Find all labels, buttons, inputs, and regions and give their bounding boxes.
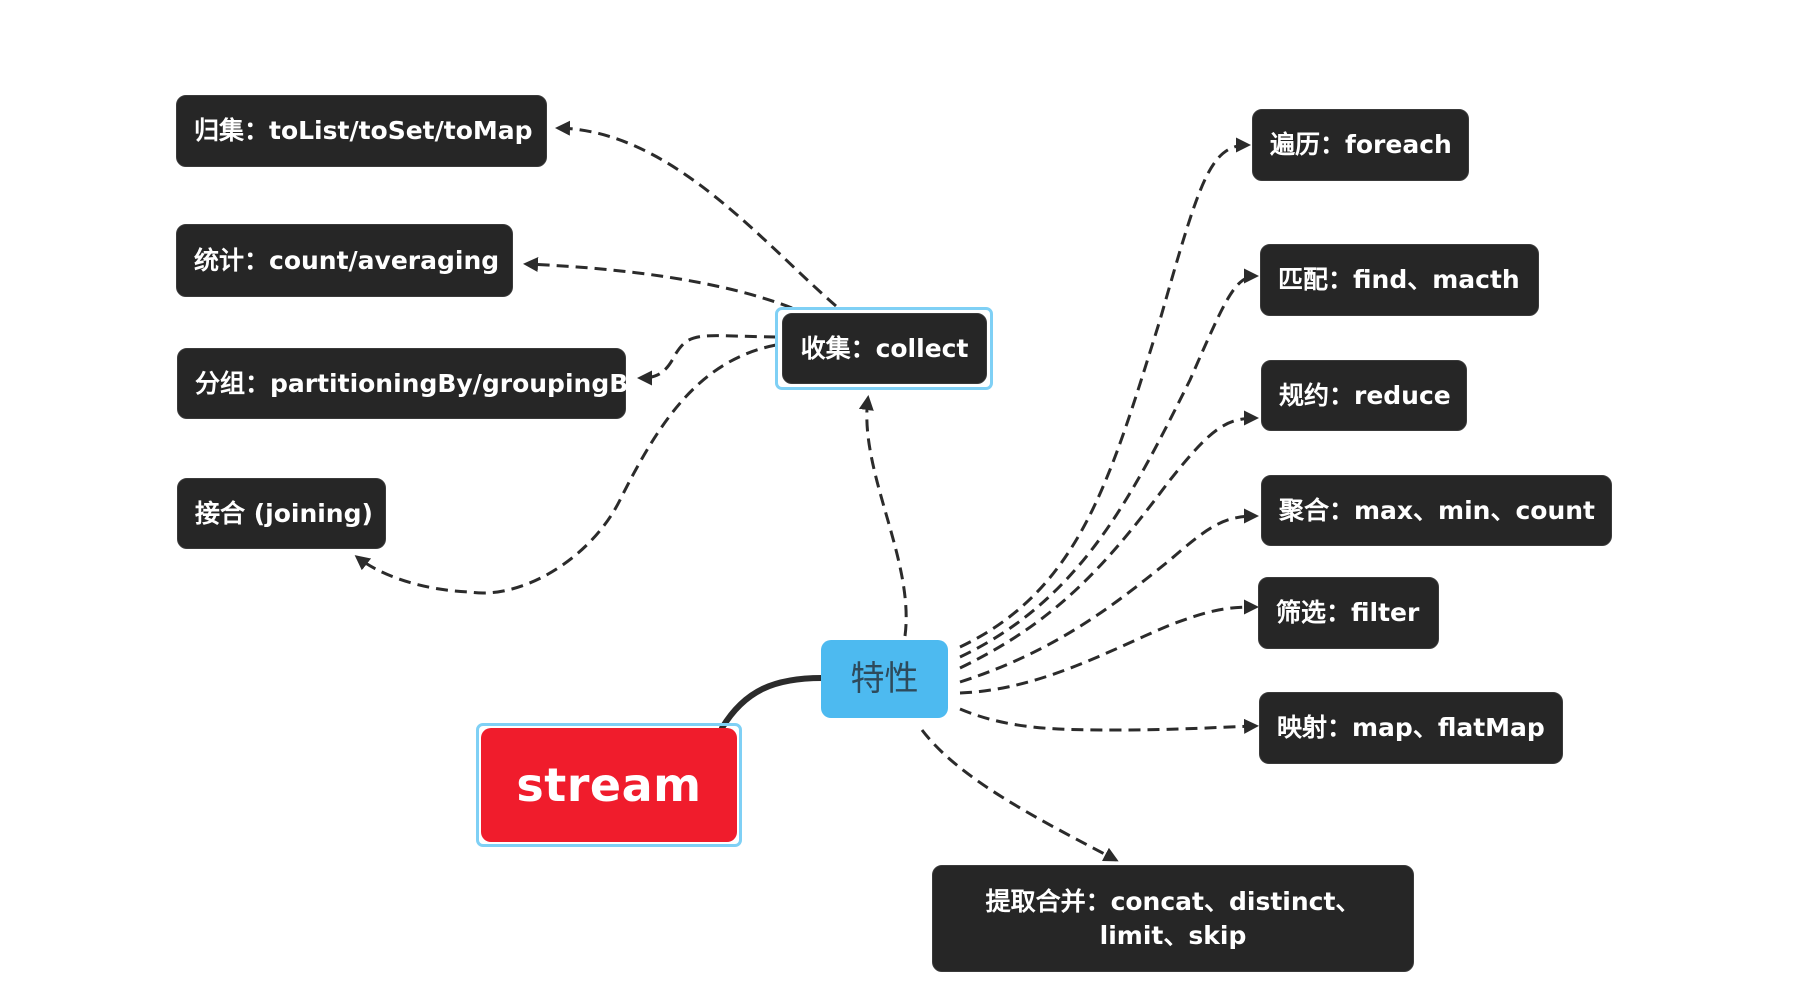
root-node-stream[interactable]: stream <box>481 728 737 842</box>
node-juhe[interactable]: 聚合：max、min、count <box>1261 475 1612 546</box>
connector-topic-to-yingshe <box>959 707 1259 734</box>
connector-collect-to-tongji <box>523 257 793 310</box>
connector-topic-to-juhe <box>959 508 1259 684</box>
node-tongji[interactable]: 统计：count/averaging <box>176 224 513 297</box>
node-guiji[interactable]: 归集：toList/toSet/toMap <box>176 95 547 167</box>
node-tiqu-label: 提取合并：concat、distinct、limit、skip <box>985 886 1361 950</box>
node-tiqu[interactable]: 提取合并：concat、distinct、limit、skip <box>932 865 1414 972</box>
root-node-label: stream <box>516 758 702 812</box>
root-selection-outline <box>476 723 742 847</box>
node-guiyue-label: 规约：reduce <box>1279 380 1451 410</box>
node-pipei[interactable]: 匹配：find、macth <box>1260 244 1539 316</box>
connector-collect-to-fenzu <box>637 334 777 386</box>
node-guiyue[interactable]: 规约：reduce <box>1261 360 1467 431</box>
connector-collect-to-jiehe <box>354 343 777 595</box>
connector-topic-to-shaixuan <box>959 599 1259 695</box>
connector-collect-to-guiji <box>555 120 837 308</box>
node-fenzu-label: 分组：partitioningBy/groupingB <box>195 368 629 398</box>
collect-node[interactable]: 收集：collect <box>782 313 987 384</box>
node-pipei-label: 匹配：find、macth <box>1278 265 1520 294</box>
node-bianli[interactable]: 遍历：foreach <box>1252 109 1469 181</box>
node-jiehe-label: 接合 (joining) <box>195 498 373 528</box>
node-fenzu[interactable]: 分组：partitioningBy/groupingB <box>177 348 629 419</box>
node-tongji-label: 统计：count/averaging <box>194 245 500 275</box>
connector-topic-to-tiqu <box>920 729 1119 862</box>
node-shaixuan-label: 筛选：filter <box>1276 598 1420 627</box>
node-guiji-label: 归集：toList/toSet/toMap <box>194 116 533 145</box>
connector-topic-to-pipei <box>959 268 1259 659</box>
node-yingshe[interactable]: 映射：map、flatMap <box>1259 692 1563 764</box>
connector-topic-to-bianli <box>959 137 1251 649</box>
node-yingshe-label: 映射：map、flatMap <box>1277 713 1545 742</box>
connector-topic-to-collect <box>858 395 908 637</box>
topic-node-label: 特性 <box>850 659 919 699</box>
node-juhe-label: 聚合：max、min、count <box>1279 495 1596 525</box>
node-jiehe[interactable]: 接合 (joining) <box>177 478 386 549</box>
collect-selection-outline <box>775 307 993 390</box>
node-bianli-label: 遍历：foreach <box>1270 130 1452 159</box>
connector-topic-to-guiyue <box>959 410 1259 670</box>
connector-root-to-topic <box>719 675 825 731</box>
collect-node-label: 收集：collect <box>800 333 969 363</box>
node-shaixuan[interactable]: 筛选：filter <box>1258 577 1439 649</box>
topic-node[interactable]: 特性 <box>821 640 948 718</box>
